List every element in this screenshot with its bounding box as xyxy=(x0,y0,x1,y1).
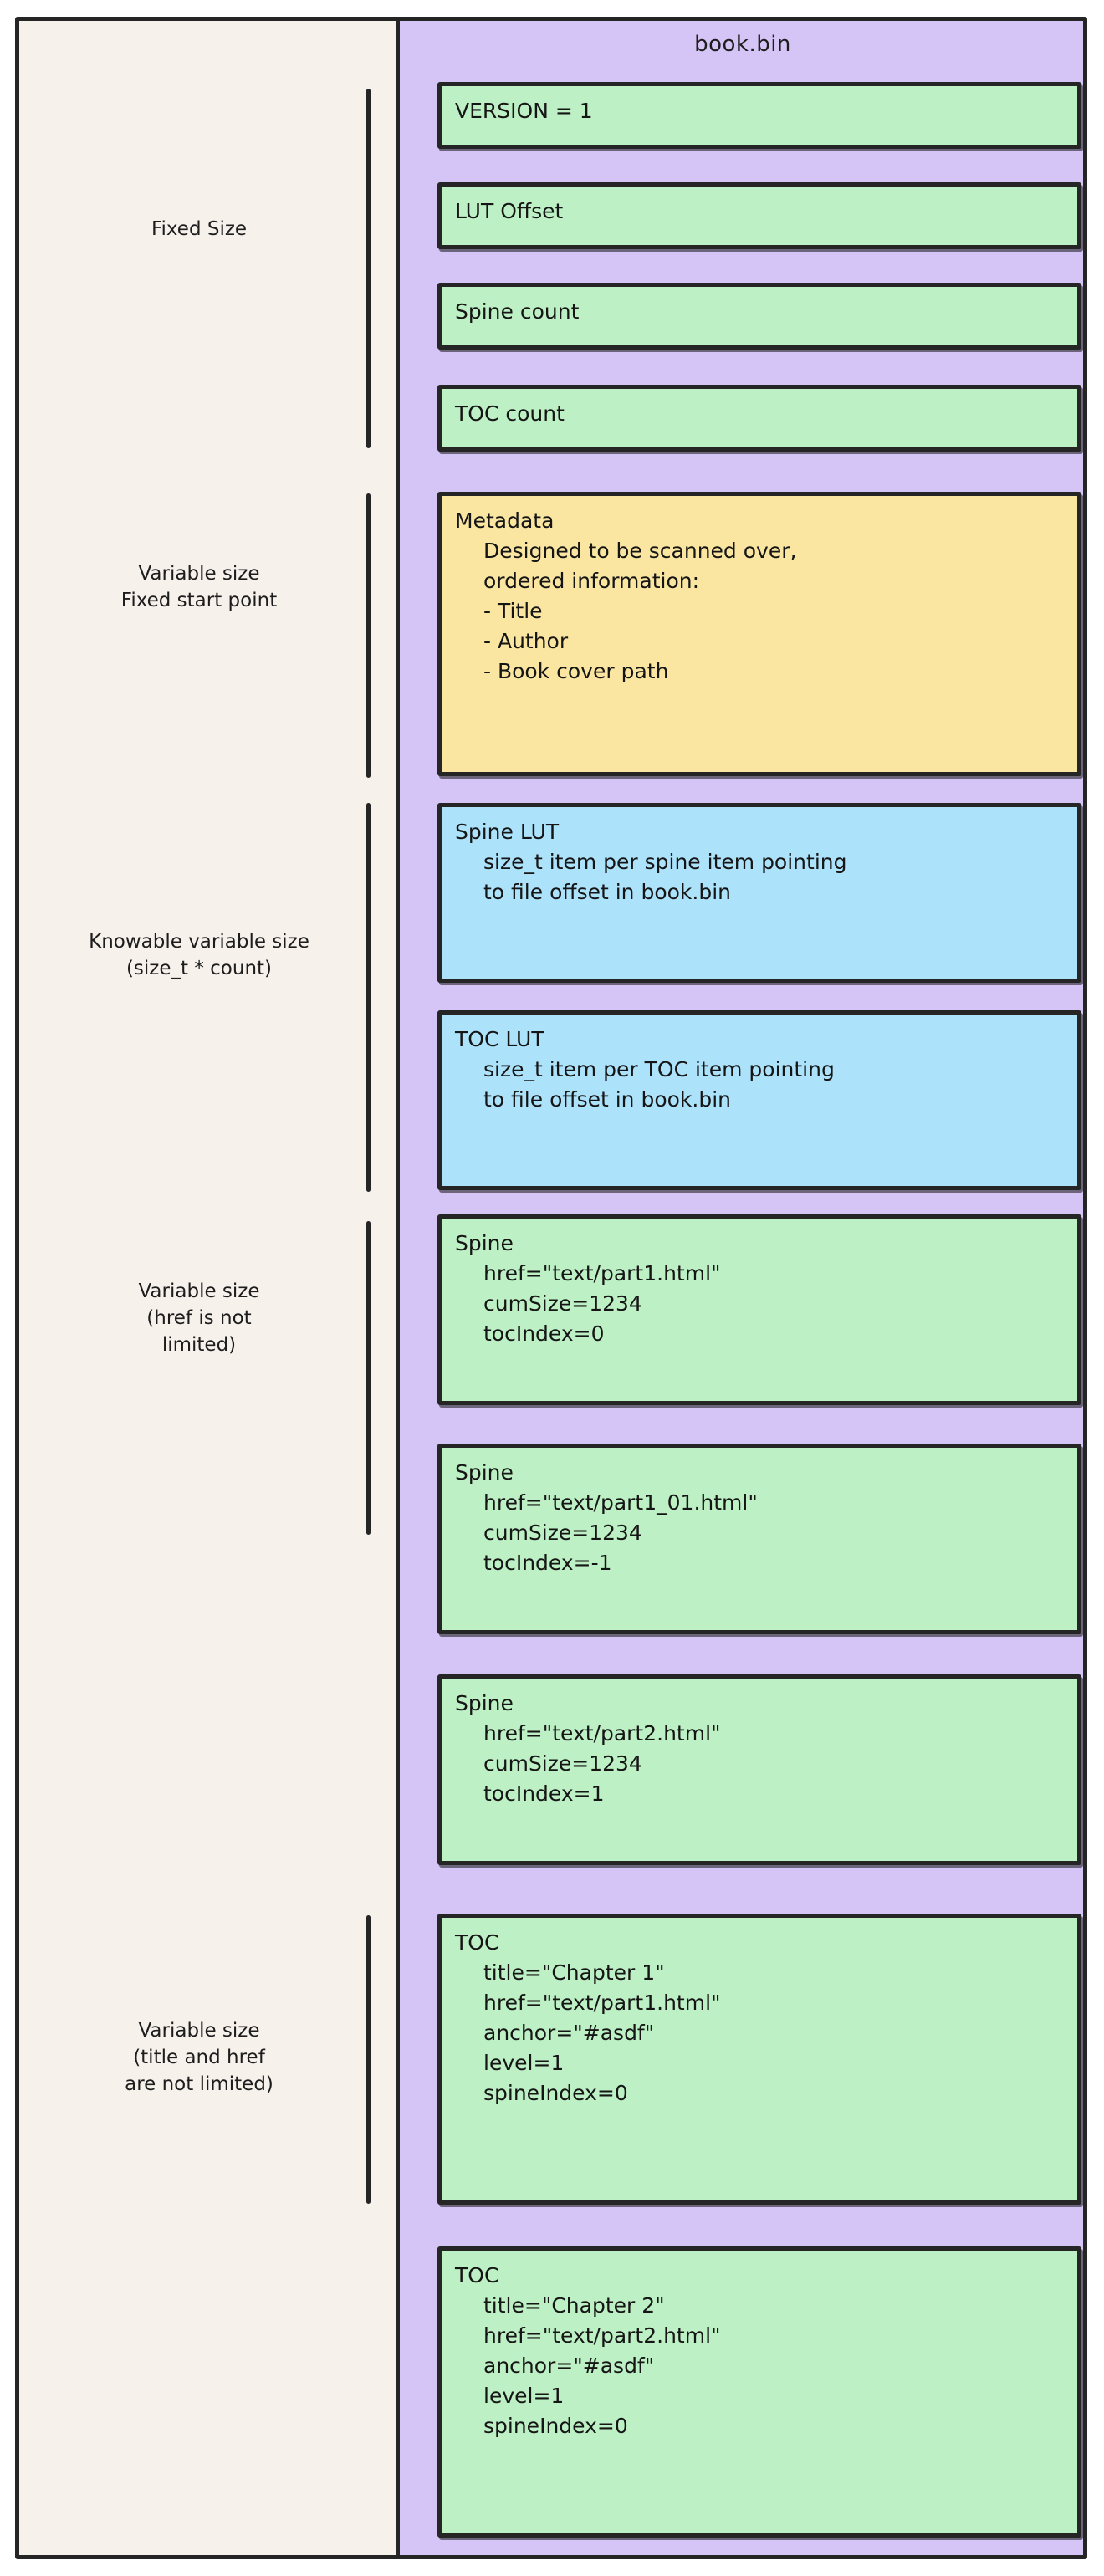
node-body: size_t item per spine item pointing to f… xyxy=(483,850,847,904)
node-title: Spine xyxy=(455,1231,514,1255)
node-body: href="text/part2.html" cumSize=1234 tocI… xyxy=(483,1721,721,1806)
node-title: Spine xyxy=(455,1691,514,1715)
group-bracket-3 xyxy=(366,803,371,1192)
node-title: Spine LUT xyxy=(455,820,560,844)
node-body: href="text/part1_01.html" cumSize=1234 t… xyxy=(483,1490,758,1575)
node-title: Metadata xyxy=(455,509,555,533)
node-body: Designed to be scanned over, ordered inf… xyxy=(483,539,797,683)
group-bracket-4 xyxy=(366,1221,371,1535)
node-body: title="Chapter 1" href="text/part1.html"… xyxy=(483,1960,721,2105)
node-spine-count[interactable]: Spine count xyxy=(437,283,1081,350)
node-toc-lut[interactable]: TOC LUT size_t item per TOC item pointing… xyxy=(437,1010,1081,1190)
node-title: Spine xyxy=(455,1460,514,1485)
group-bracket-2 xyxy=(366,493,371,778)
node-version[interactable]: VERSION = 1 xyxy=(437,82,1081,149)
node-spine-1[interactable]: Spine href="text/part1.html" cumSize=1234… xyxy=(437,1214,1081,1405)
group-label-4: Variable size (href is not limited) xyxy=(138,1280,260,1356)
node-toc-count[interactable]: TOC count xyxy=(437,385,1081,452)
node-title: VERSION = 1 xyxy=(455,99,593,123)
node-body: size_t item per TOC item pointing to fil… xyxy=(483,1057,835,1112)
group-label-1: Fixed Size xyxy=(151,218,248,240)
node-spine-3[interactable]: Spine href="text/part2.html" cumSize=1234… xyxy=(437,1674,1081,1865)
node-title: TOC count xyxy=(455,401,565,426)
node-title: TOC LUT xyxy=(455,1027,544,1051)
group-bracket-1 xyxy=(366,89,371,448)
group-label-5: Variable size (title and href are not li… xyxy=(125,2020,273,2095)
group-bracket-5 xyxy=(366,1915,371,2204)
node-toc-1[interactable]: TOC title="Chapter 1" href="text/part1.ht… xyxy=(437,1914,1081,2205)
node-title: TOC xyxy=(455,1930,499,1955)
node-lut-offset[interactable]: LUT Offset xyxy=(437,182,1081,249)
node-body: href="text/part1.html" cumSize=1234 tocI… xyxy=(483,1261,721,1346)
node-spine-lut[interactable]: Spine LUT size_t item per spine item poin… xyxy=(437,803,1081,983)
node-title: TOC xyxy=(455,2263,499,2287)
group-label-2: Variable size Fixed start point xyxy=(120,563,278,611)
node-title: Spine count xyxy=(455,299,580,324)
node-body: title="Chapter 2" href="text/part2.html"… xyxy=(483,2293,721,2438)
legend-panel xyxy=(15,17,400,2559)
page-title: book.bin xyxy=(694,32,791,57)
group-label-3: Knowable variable size (size_t * count) xyxy=(89,931,309,979)
node-title: LUT Offset xyxy=(455,199,564,223)
node-toc-2[interactable]: TOC title="Chapter 2" href="text/part2.ht… xyxy=(437,2246,1081,2538)
node-spine-2[interactable]: Spine href="text/part1_01.html" cumSize=1… xyxy=(437,1444,1081,1634)
